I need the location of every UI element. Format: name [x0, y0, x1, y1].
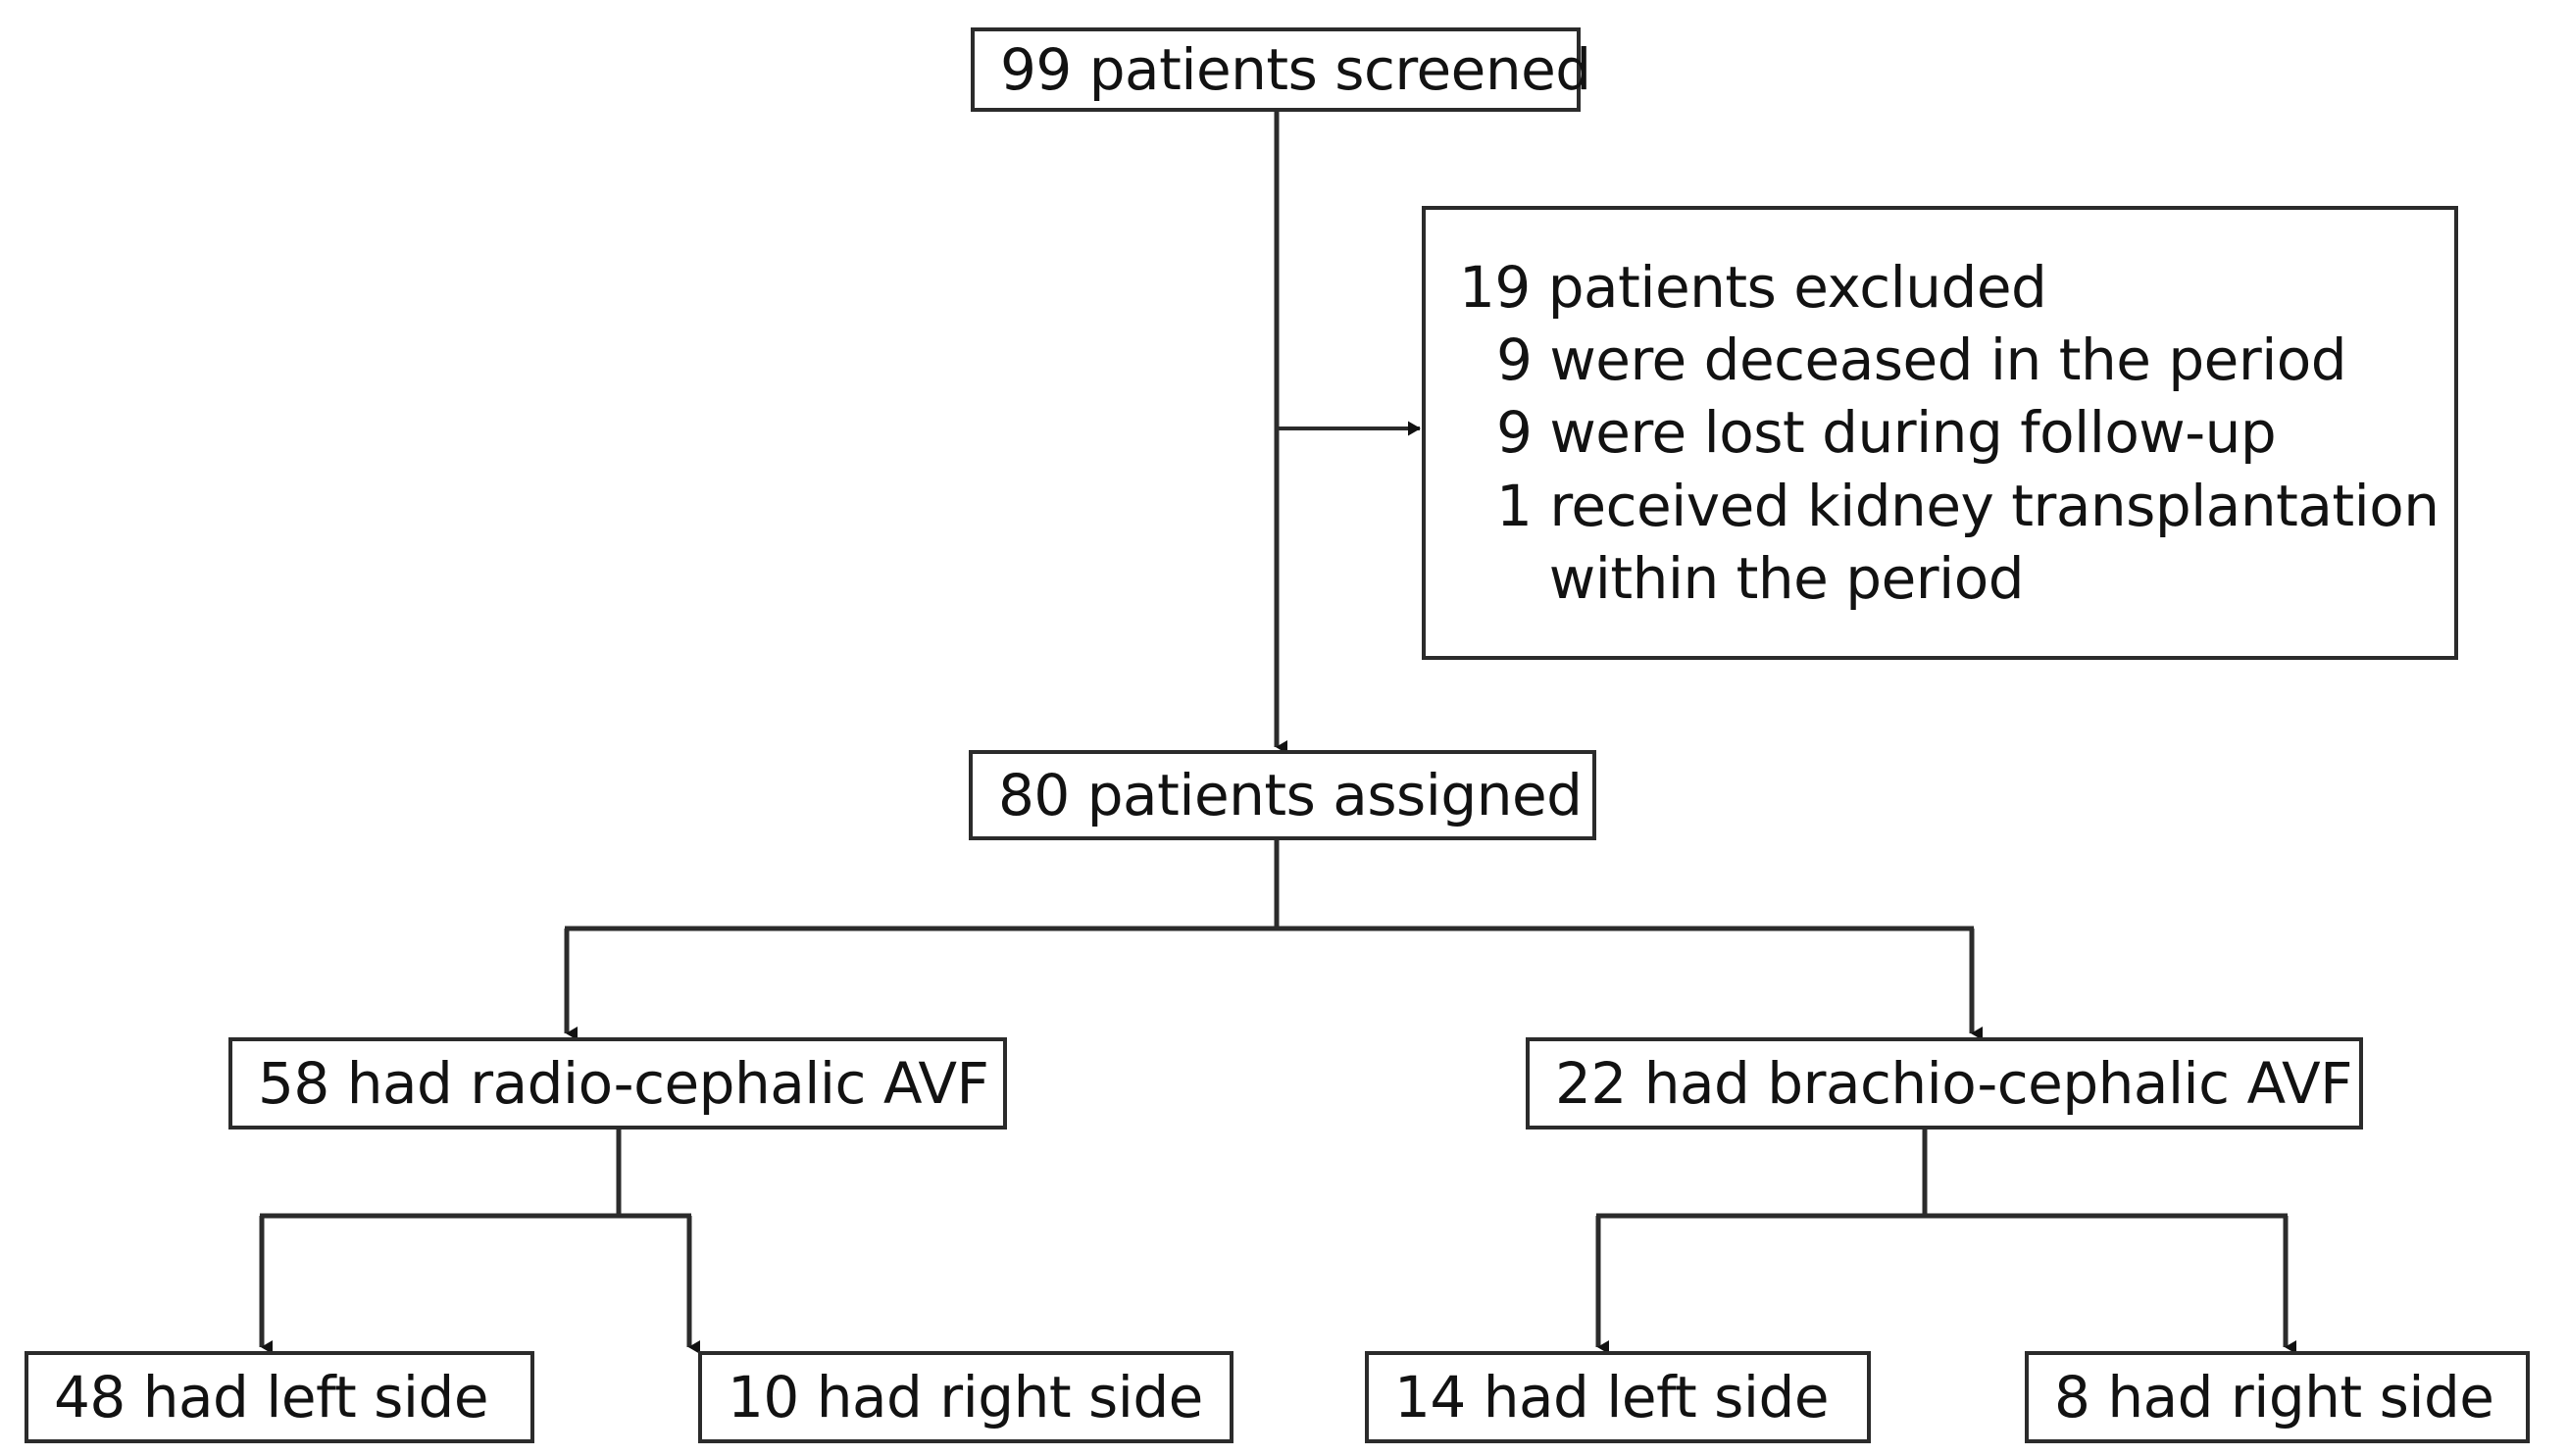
excluded-reason-lost-followup: 9 were lost during follow-up: [1496, 399, 2277, 467]
node-brachio-left-side-label: 14 had left side: [1394, 1364, 1830, 1431]
node-patients-screened-label: 99 patients screened: [1000, 36, 1591, 103]
node-brachio-cephalic-avf[interactable]: 22 had brachio-cephalic AVF: [1526, 1037, 2363, 1130]
excluded-heading: 19 patients excluded: [1459, 253, 2047, 321]
node-radio-left-side[interactable]: 48 had left side: [25, 1351, 534, 1443]
edge-assigned-split: [564, 840, 1983, 1040]
edge-brachio-cephalic-split: [1595, 1130, 2296, 1354]
node-patients-assigned[interactable]: 80 patients assigned: [969, 750, 1596, 840]
excluded-reason-transplant: 1 received kidney transplantation: [1496, 472, 2440, 539]
node-brachio-right-side-label: 8 had right side: [2054, 1364, 2494, 1431]
node-patients-screened[interactable]: 99 patients screened: [971, 27, 1591, 112]
node-brachio-cephalic-avf-label: 22 had brachio-cephalic AVF: [1555, 1050, 2353, 1117]
node-brachio-right-side[interactable]: 8 had right side: [2025, 1351, 2530, 1443]
node-brachio-left-side[interactable]: 14 had left side: [1365, 1351, 1871, 1443]
node-radio-cephalic-avf-label: 58 had radio-cephalic AVF: [258, 1050, 989, 1117]
edge-radio-cephalic-split: [259, 1130, 700, 1354]
excluded-reason-transplant-cont: within the period: [1496, 544, 2025, 612]
node-radio-right-side-label: 10 had right side: [728, 1364, 1203, 1431]
node-patients-assigned-label: 80 patients assigned: [998, 762, 1583, 828]
node-radio-right-side[interactable]: 10 had right side: [698, 1351, 1233, 1443]
node-patients-excluded[interactable]: 19 patients excluded 9 were deceased in …: [1422, 206, 2458, 660]
node-radio-left-side-label: 48 had left side: [54, 1364, 489, 1431]
excluded-reason-deceased: 9 were deceased in the period: [1496, 326, 2347, 394]
node-radio-cephalic-avf[interactable]: 58 had radio-cephalic AVF: [228, 1037, 1007, 1130]
